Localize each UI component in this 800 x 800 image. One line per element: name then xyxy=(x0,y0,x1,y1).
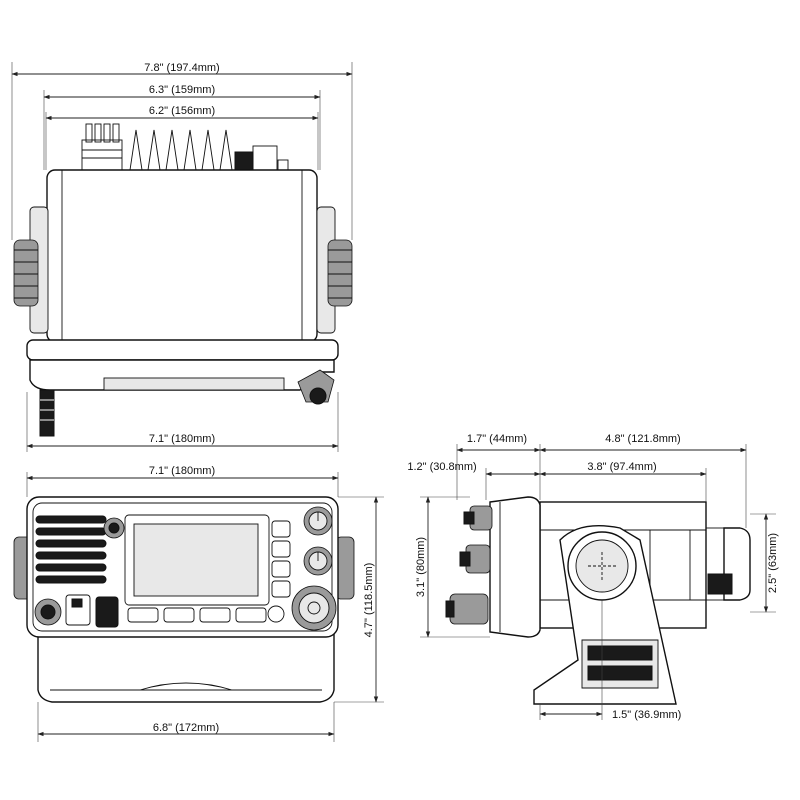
usb-cover xyxy=(65,594,91,626)
volume-knob xyxy=(303,506,333,536)
mic-connector-top xyxy=(297,369,335,405)
bottom-buttons xyxy=(127,605,285,623)
channel-knob xyxy=(291,585,337,631)
dim-body-width: 6.2" (156mm) xyxy=(149,105,215,117)
dim-front-depth: 1.2" (30.8mm) xyxy=(407,461,476,473)
side-view xyxy=(445,496,751,705)
dim-bracket-width-top: 7.1" (180mm) xyxy=(149,433,215,445)
rear-connector-side xyxy=(705,527,751,601)
dim-rear-height: 2.5" (63mm) xyxy=(767,533,779,593)
dim-overall-width: 7.8" (197.4mm) xyxy=(144,62,219,74)
squelch-knob xyxy=(303,546,333,576)
dim-body-depth: 3.8" (97.4mm) xyxy=(587,461,656,473)
dim-front-width: 7.1" (180mm) xyxy=(149,465,215,477)
lcd-screen xyxy=(133,523,259,597)
radio-body-top xyxy=(46,169,318,343)
side-view-dimensions: 1.7" (44mm) 4.8" (121.8mm) 1.2" (30.8mm)… xyxy=(407,433,779,721)
antenna-connector xyxy=(81,139,123,171)
power-cable xyxy=(39,389,55,437)
dim-front-height: 4.7" (118.5mm) xyxy=(363,563,375,638)
top-view-dimensions: 7.8" (197.4mm) 6.3" (159mm) 6.2" (156mm)… xyxy=(11,62,353,452)
front-panel-top xyxy=(26,339,339,361)
dim-knob-depth: 1.7" (44mm) xyxy=(467,433,527,445)
dim-total-depth: 4.8" (121.8mm) xyxy=(605,433,680,445)
data-port xyxy=(234,151,254,171)
speaker-grille xyxy=(35,515,107,584)
mic-jack-front xyxy=(34,598,62,626)
bracket-knob xyxy=(567,531,637,601)
front-view xyxy=(13,496,355,703)
dim-connector-width: 6.3" (159mm) xyxy=(149,84,215,96)
front-right-knob xyxy=(335,536,355,600)
cable-leads xyxy=(129,129,233,171)
right-knob xyxy=(316,206,353,334)
side-knobs xyxy=(445,505,493,625)
dim-bracket-depth: 1.5" (36.9mm) xyxy=(612,709,681,721)
left-knob xyxy=(13,206,49,334)
power-button xyxy=(267,605,285,623)
front-view-dimensions: 7.1" (180mm) 4.7" (118.5mm) 6.8" (172mm) xyxy=(26,465,384,742)
mount-bracket-front xyxy=(37,620,335,703)
front-bezel-side xyxy=(489,496,541,638)
dim-bracket-width-front: 6.8" (172mm) xyxy=(153,722,219,734)
lcd-frame xyxy=(124,514,270,606)
mic-hanger-front xyxy=(95,596,119,628)
function-buttons xyxy=(271,520,291,598)
top-view xyxy=(13,123,353,437)
dim-side-height: 3.1" (80mm) xyxy=(415,537,427,597)
rear-connectors xyxy=(81,123,289,171)
